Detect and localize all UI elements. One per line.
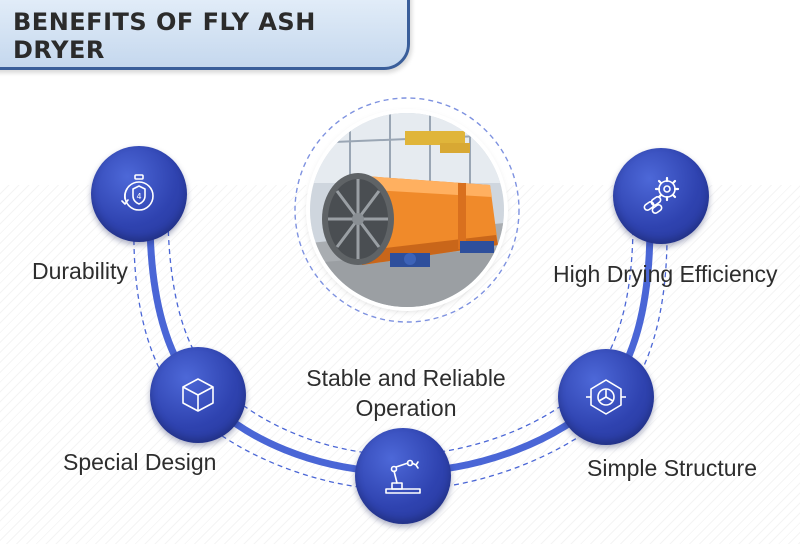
rotary-drum-dryer-photo [310, 113, 504, 307]
durability-label: Durability [32, 258, 128, 284]
robotic-arm-icon [385, 459, 421, 494]
center-photo [310, 113, 504, 307]
special-design-label: Special Design [63, 449, 217, 475]
simple-structure-node [558, 349, 654, 445]
high-drying-efficiency-label: High Drying Efficiency [553, 261, 778, 287]
cube-design-icon [182, 378, 214, 412]
stable-operation-node [355, 428, 451, 524]
stable-operation-text: Stable and Reliable Operation [306, 365, 506, 421]
gears-chain-icon [643, 176, 680, 214]
structure-hexagon-icon [586, 379, 626, 415]
special-design-node [150, 347, 246, 443]
stopwatch-shield-icon: 4 [121, 174, 154, 211]
stable-operation-label: Stable and Reliable Operation [306, 363, 506, 423]
high-drying-efficiency-node [613, 148, 709, 244]
page-title: BENEFITS OF FLY ASH DRYER [13, 8, 316, 64]
svg-text:4: 4 [136, 192, 141, 201]
durability-node: 4 [91, 146, 187, 242]
simple-structure-label: Simple Structure [587, 455, 758, 481]
title-tab: BENEFITS OF FLY ASH DRYER [0, 0, 410, 70]
